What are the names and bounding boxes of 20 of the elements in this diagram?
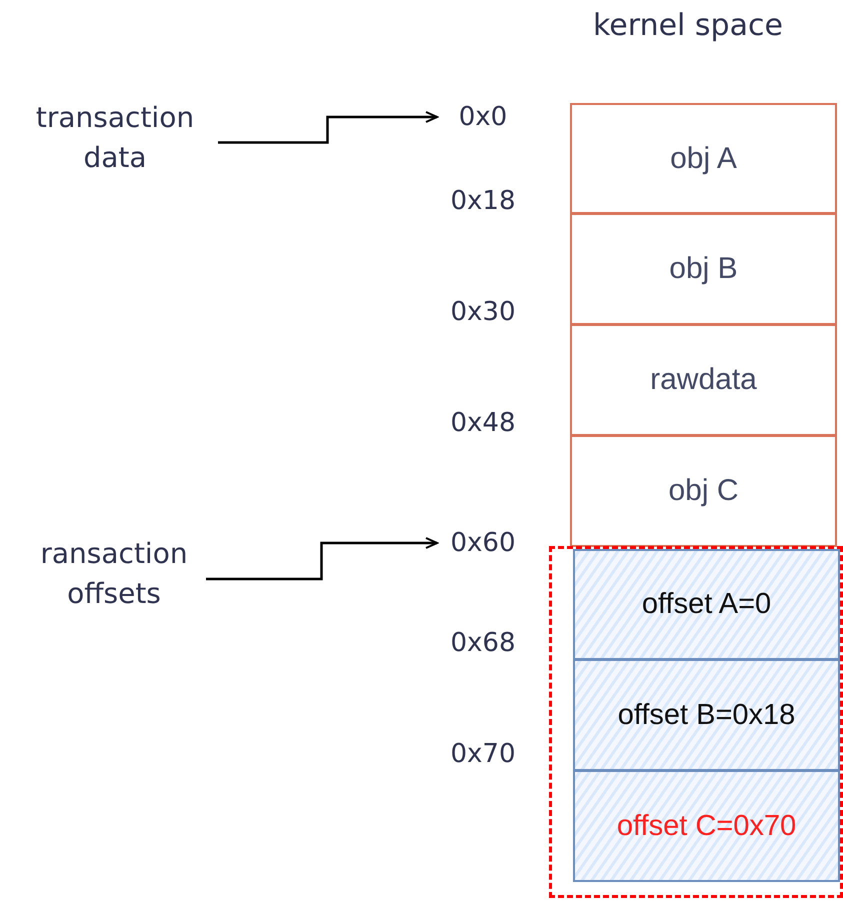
- address-label: 0x70: [450, 739, 516, 769]
- heading-text: kernel space: [593, 8, 783, 43]
- offset-block: offset A=0: [573, 549, 840, 660]
- note-text: transaction data: [12, 95, 218, 180]
- address-label: 0x68: [450, 628, 516, 658]
- address-label: 0x0: [437, 97, 529, 137]
- dashed-highlight-box: [549, 546, 843, 898]
- arrow: [218, 111, 438, 144]
- note-text: ransaction offsets: [22, 530, 206, 618]
- offset-block: offset B=0x18: [573, 659, 840, 771]
- arrow: [206, 537, 438, 580]
- address-label: 0x60: [437, 523, 529, 563]
- memory-block: obj A: [570, 103, 837, 214]
- offset-block: offset C=0x70: [573, 770, 840, 882]
- address-label: 0x18: [450, 186, 516, 216]
- memory-block: obj B: [570, 213, 837, 325]
- memory-block: obj C: [570, 435, 837, 547]
- address-label: 0x30: [450, 297, 516, 327]
- memory-block: rawdata: [570, 324, 837, 436]
- address-label: 0x48: [450, 408, 516, 438]
